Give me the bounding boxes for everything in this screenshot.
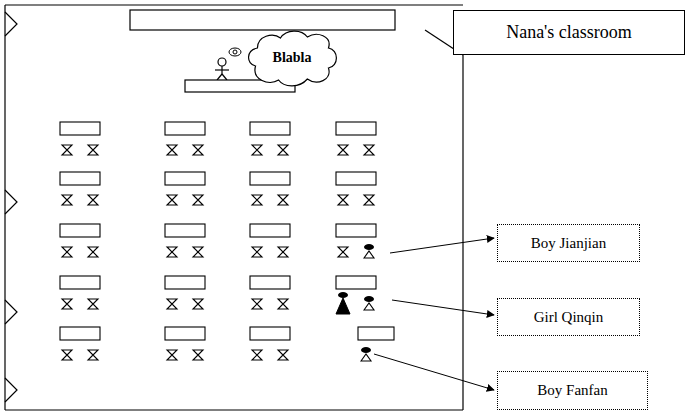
teacher-desk <box>185 80 295 92</box>
chair-symbol <box>278 350 288 360</box>
student-head <box>364 244 374 250</box>
chair-symbol <box>88 195 98 205</box>
chair-symbol <box>252 145 262 155</box>
chair-symbol <box>62 145 72 155</box>
callout-box: Girl Qinqin <box>497 298 640 336</box>
chair-symbol <box>278 299 288 309</box>
student-desk <box>60 122 100 135</box>
chair-symbol <box>278 145 288 155</box>
chair-symbol <box>252 299 262 309</box>
chair-symbol <box>62 247 72 257</box>
chair-symbol <box>364 145 374 155</box>
chair-symbol <box>252 350 262 360</box>
student-desk <box>250 276 290 289</box>
chair-symbol <box>278 247 288 257</box>
student-head <box>361 347 371 353</box>
student-desk <box>165 327 205 340</box>
teacher-figure <box>215 58 229 80</box>
label-text: Boy Jianjian <box>531 235 606 252</box>
chair-symbol <box>167 350 177 360</box>
chair-symbol <box>167 299 177 309</box>
speech-cloud: Blabla <box>244 28 340 88</box>
chair-symbol <box>278 195 288 205</box>
chair-symbol <box>193 145 203 155</box>
chair-symbol <box>62 299 72 309</box>
chair-symbol <box>62 195 72 205</box>
student-desk <box>336 122 376 135</box>
student-desk <box>60 327 100 340</box>
thought-bubbles <box>229 48 241 56</box>
student-desk <box>250 172 290 185</box>
room-walls <box>5 5 463 410</box>
student-desk <box>60 224 100 237</box>
student-desk <box>60 276 100 289</box>
chair-symbol <box>338 195 348 205</box>
chair-symbol <box>167 145 177 155</box>
chair-symbol <box>88 299 98 309</box>
callout-box: Boy Fanfan <box>497 371 648 410</box>
chair-symbol <box>193 350 203 360</box>
student-desk <box>165 224 205 237</box>
chair-symbol <box>62 350 72 360</box>
chair-symbol <box>338 145 348 155</box>
student-desk <box>250 327 290 340</box>
chair-symbol <box>88 350 98 360</box>
student-desk <box>165 276 205 289</box>
student-symbol <box>364 303 374 310</box>
chair-symbol <box>338 247 348 257</box>
student-desk <box>336 224 376 237</box>
label-text: Girl Qinqin <box>534 309 604 326</box>
desk-rows <box>60 122 394 361</box>
chair-symbol <box>167 247 177 257</box>
chair-symbol <box>193 299 203 309</box>
label-text: Nana's classroom <box>506 22 632 43</box>
chair-symbol <box>193 247 203 257</box>
chair-symbol <box>252 247 262 257</box>
student-desk <box>165 122 205 135</box>
chair-symbol <box>167 195 177 205</box>
student-head <box>338 292 348 298</box>
title-box: Nana's classroom <box>453 10 685 55</box>
chair-symbol <box>364 195 374 205</box>
chair-symbol <box>193 195 203 205</box>
student-desk <box>60 172 100 185</box>
student-desk <box>250 224 290 237</box>
student-head <box>364 296 374 302</box>
student-desk <box>336 276 376 289</box>
student-desk <box>336 172 376 185</box>
leader-arrows <box>374 238 494 390</box>
student-desk <box>165 172 205 185</box>
chair-symbol <box>252 195 262 205</box>
student-symbol <box>336 298 350 314</box>
student-desk <box>250 122 290 135</box>
blackboard <box>130 10 395 30</box>
student-symbol <box>361 354 371 361</box>
label-text: Boy Fanfan <box>537 382 607 399</box>
student-symbol <box>364 251 374 258</box>
callout-box: Boy Jianjian <box>497 224 640 262</box>
chair-symbol <box>88 145 98 155</box>
speech-text: Blabla <box>273 50 312 66</box>
chair-symbol <box>88 247 98 257</box>
student-desk <box>358 327 394 340</box>
